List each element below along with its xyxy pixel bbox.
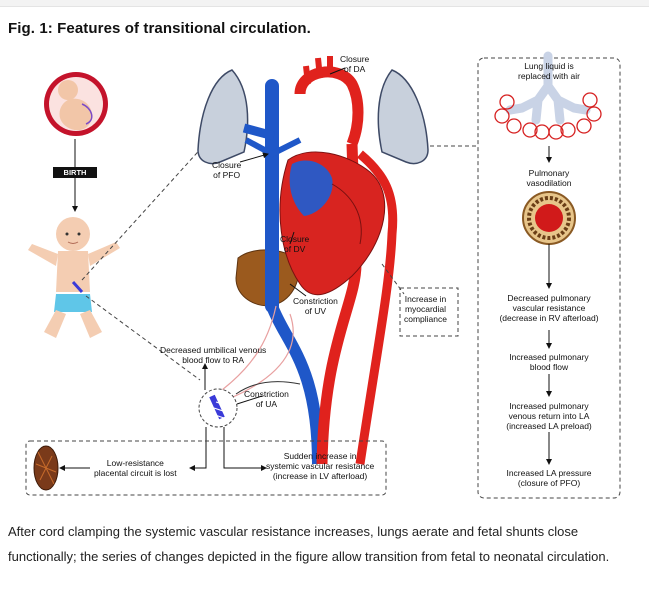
label-pointers — [239, 67, 346, 297]
placental-arrow — [189, 427, 207, 471]
placenta-icon — [33, 445, 59, 491]
newborn-icon — [28, 217, 120, 338]
closure-da-label: Closure of DA — [340, 54, 370, 74]
heart-circulation-icon — [197, 56, 429, 465]
svr-label: Sudden increase in systemic vascular res… — [266, 451, 375, 481]
figure-graphic — [25, 51, 621, 499]
cascade-step-4: Increased pulmonary blood flow — [509, 352, 589, 372]
closure-dv-label: Closure of DV — [280, 234, 310, 254]
myocardial-compliance-label: Increase in myocardial compliance — [404, 294, 447, 324]
umbilical-flow-label: Decreased umbilical venous blood flow to… — [160, 345, 267, 365]
zoom-line-heart — [81, 143, 206, 281]
closure-pfo-label: Closure of PFO — [212, 160, 242, 180]
fetus-in-womb-icon — [44, 72, 108, 136]
cascade-step-5: Increased pulmonary venous return into L… — [506, 401, 592, 431]
myocardial-box — [399, 287, 459, 337]
aerated-lungs-icon — [494, 51, 602, 140]
top-bar — [0, 0, 649, 7]
cascade-step-3: Decreased pulmonary vascular resistance … — [499, 293, 599, 323]
svr-arrow — [223, 427, 267, 471]
figure-title: Fig. 1: Features of transitional circula… — [8, 20, 311, 37]
cascade-step-1: Lung liquid is replaced with air — [518, 61, 580, 81]
birth-label: BIRTH — [53, 167, 97, 178]
transitional-circulation-figure: Closure of DA Closure of PFO Closure of … — [0, 44, 649, 510]
constriction-ua-label: Constriction of UA — [244, 389, 289, 409]
cascade-step-2: Pulmonary vasodilation — [526, 168, 572, 188]
zoom-line-cord — [85, 295, 201, 381]
placental-circuit-label: Low-resistance placental circuit is lost — [94, 458, 177, 478]
bottom-box — [25, 440, 387, 496]
constriction-uv-label: Constriction of UV — [293, 296, 338, 316]
cascade-step-6: Increased LA pressure (closure of PFO) — [506, 468, 592, 488]
figure-caption: After cord clamping the systemic vascula… — [8, 524, 610, 564]
ua-pointer — [236, 395, 263, 405]
umbilical-cord-icon — [198, 388, 238, 428]
pulmonary-vessel-icon — [522, 191, 576, 245]
